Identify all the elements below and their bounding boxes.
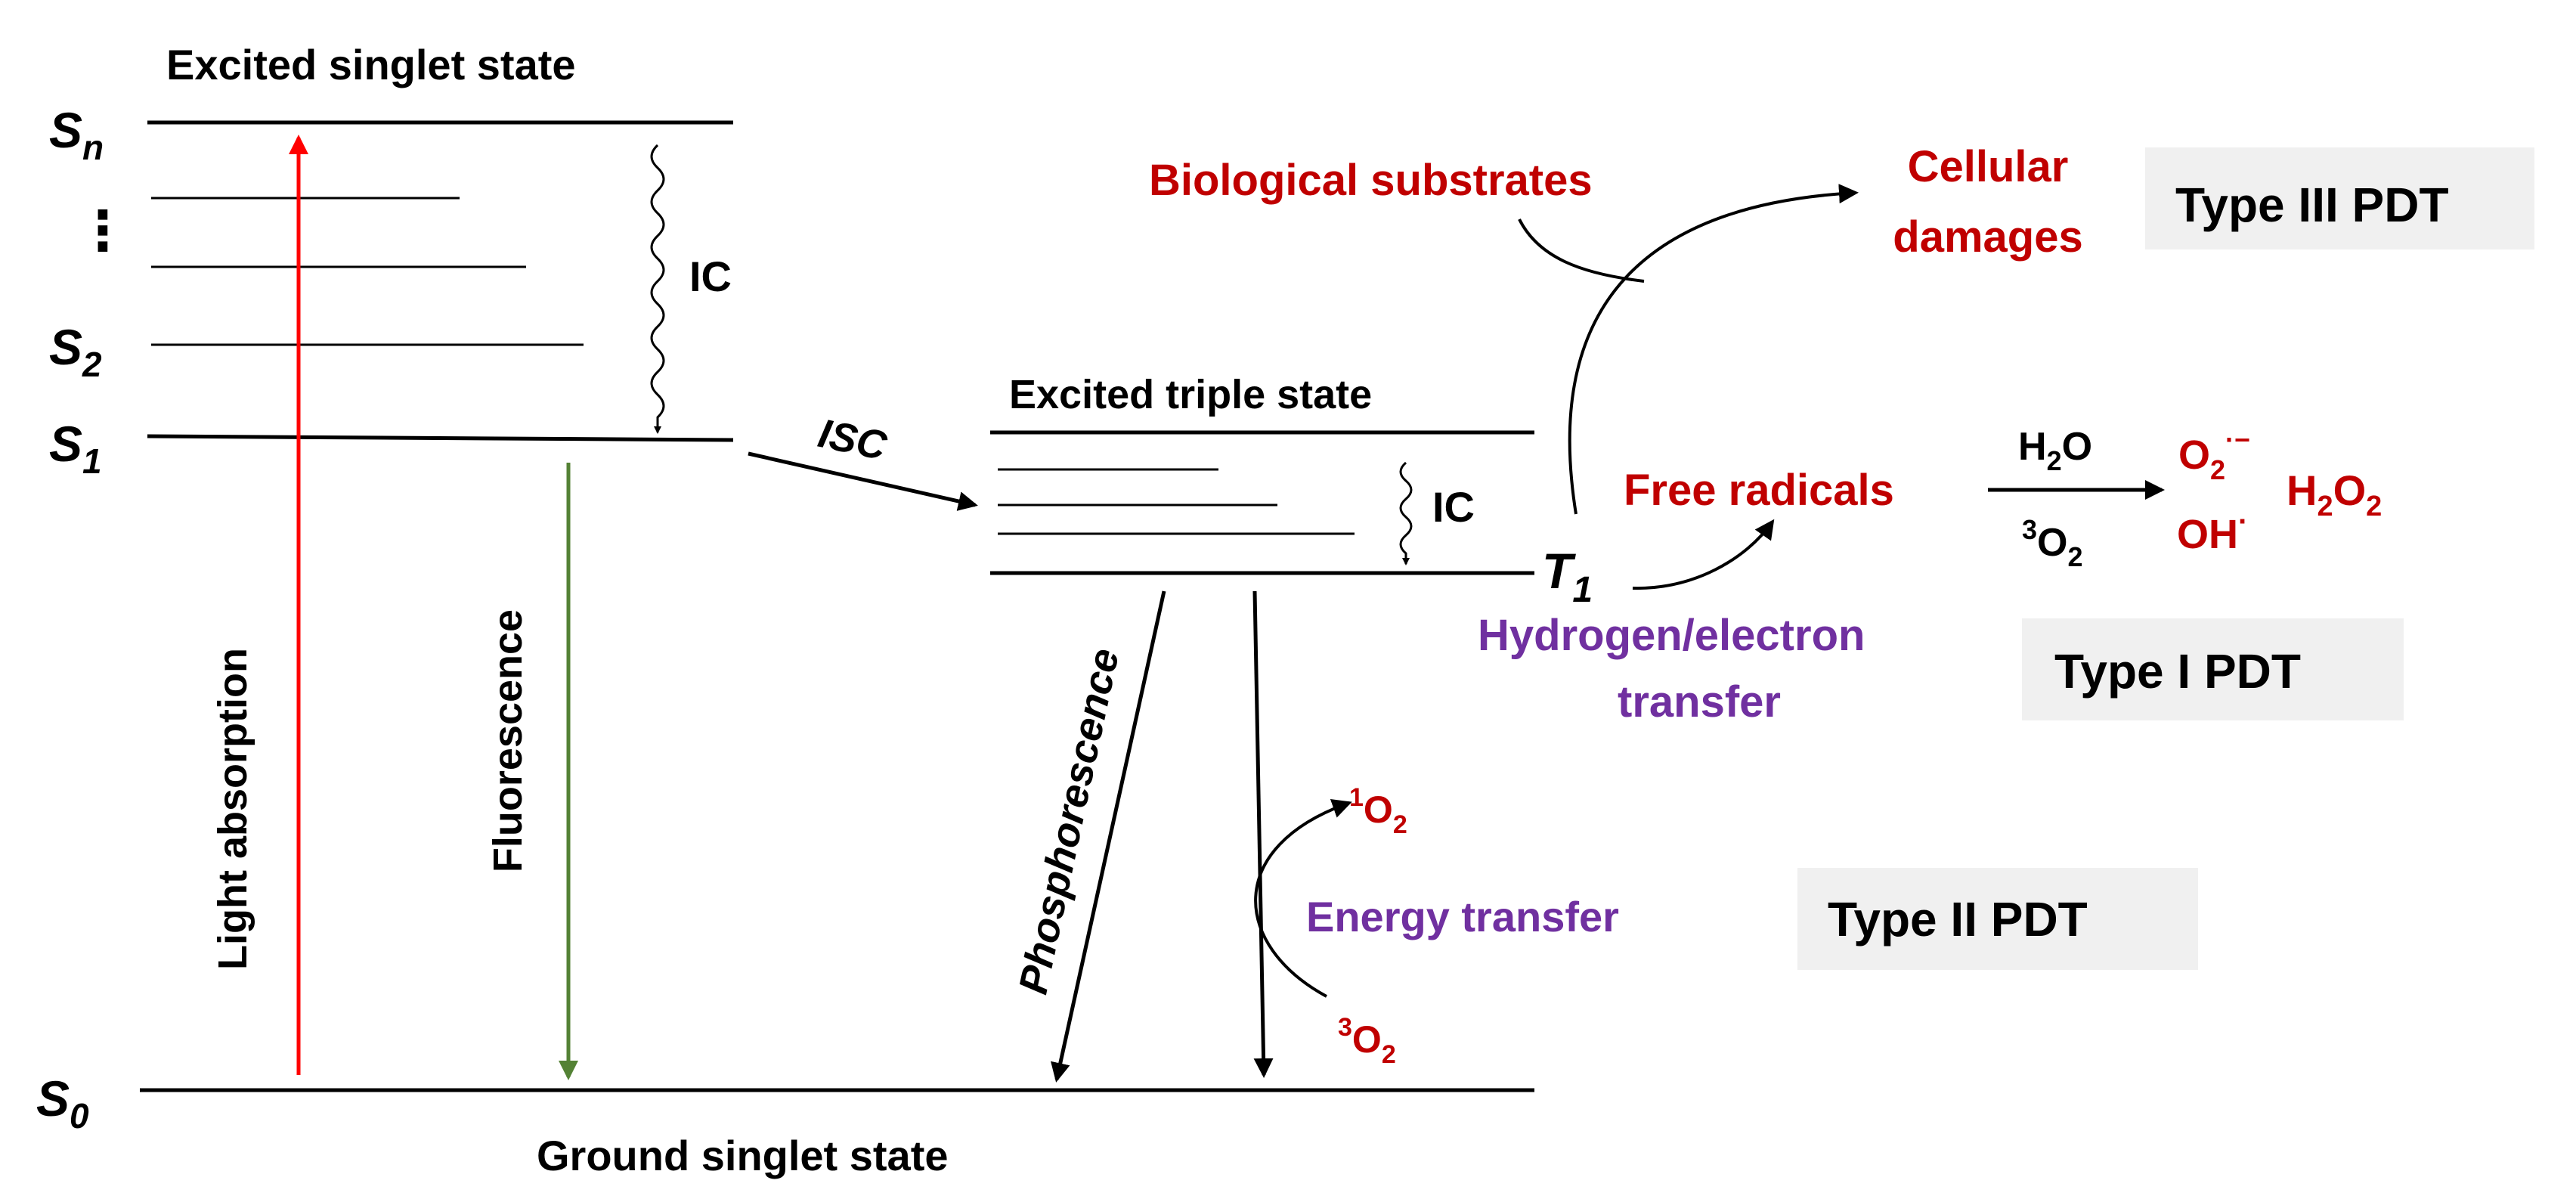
type1-label: Type I PDT: [2054, 644, 2301, 699]
type3-label: Type III PDT: [2175, 178, 2449, 232]
type2-label: Type II PDT: [1828, 892, 2088, 946]
triplet-oxygen-bottom: 3O2: [1338, 1013, 1396, 1069]
ground-singlet-title: Ground singlet state: [537, 1132, 949, 1179]
biological-substrates-curve: [1518, 218, 1645, 283]
ic-triplet-label: IC: [1432, 483, 1475, 531]
isc-label: ISC: [815, 411, 892, 469]
type3-box: [2145, 147, 2534, 249]
hydroxyl-label: OH·: [2177, 505, 2248, 557]
singlet-oxygen: 1O2: [1349, 783, 1407, 839]
level-s0-label: S0: [36, 1070, 89, 1135]
superoxide-label: O2·−: [2178, 424, 2250, 485]
excited-triple-title: Excited triple state: [1009, 372, 1372, 417]
phosphorescence-label: Phosphorescence: [1011, 645, 1128, 998]
light-absorption-label: Light absorption: [210, 648, 255, 970]
energy-transfer-curve: [1254, 799, 1352, 998]
ic-singlet-wavy-arrow: [650, 144, 665, 434]
cellular-damages-line2: damages: [1893, 212, 2082, 262]
level-t1-label: T1: [1542, 543, 1593, 610]
hydrogen-transfer-line1: Hydrogen/electron: [1478, 611, 1865, 660]
triplet-decay-arrow: [1252, 590, 1274, 1078]
type2-box: [1797, 868, 2198, 970]
hydrogen-transfer-line2: transfer: [1618, 677, 1781, 727]
free-radicals-label: Free radicals: [1624, 466, 1894, 515]
ellipsis-dots: ⋮: [76, 201, 130, 262]
energy-transfer-label: Energy transfer: [1306, 893, 1619, 940]
hydrogen-peroxide-label: H2O2: [2287, 466, 2382, 522]
triplet-oxygen-top: 3O2: [2022, 514, 2083, 572]
level-s2-label: S2: [49, 319, 102, 384]
excited-singlet-title: Excited singlet state: [166, 41, 576, 88]
type1-box: [2022, 618, 2404, 720]
level-s1-line: [147, 434, 734, 442]
level-sn-label: Sn: [49, 102, 104, 167]
fluorescence-label: Fluorescence: [485, 609, 531, 872]
phosphorescence-arrow: [1051, 590, 1166, 1083]
t1-to-free-radicals-curve: [1632, 519, 1775, 590]
biological-substrates-label: Biological substrates: [1149, 156, 1593, 205]
ic-triplet-wavy-arrow: [1399, 461, 1413, 565]
ic-singlet-label: IC: [689, 253, 732, 300]
level-s1-label: S1: [49, 416, 102, 481]
isc-arrow: [748, 451, 978, 511]
water-label: H2O: [2018, 425, 2092, 476]
cellular-damages-line1: Cellular: [1908, 142, 2069, 191]
